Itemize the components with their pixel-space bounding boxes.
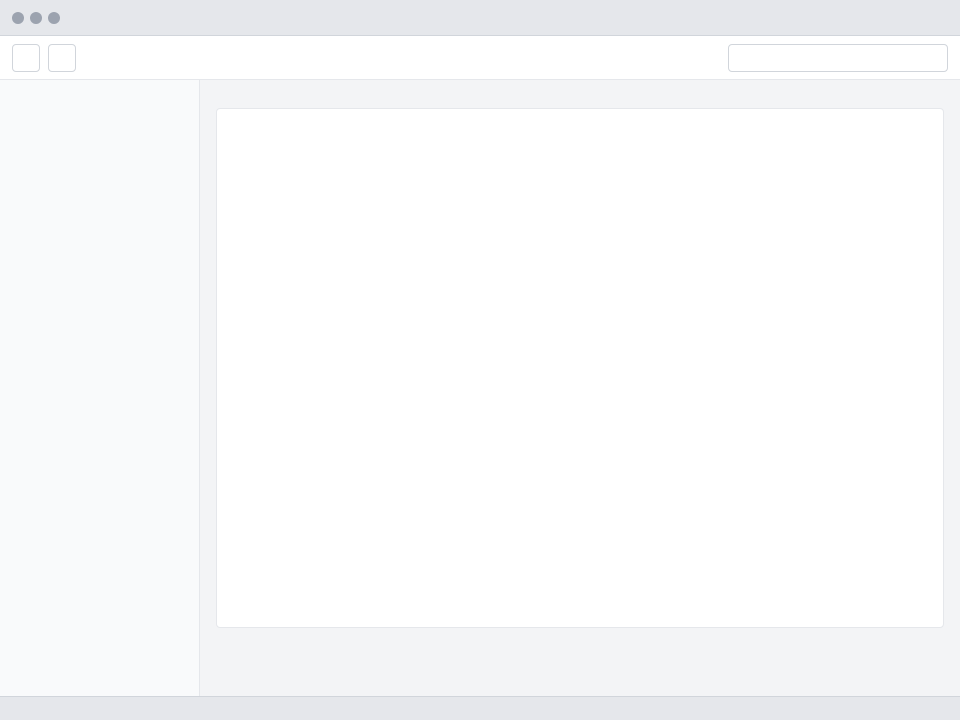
workspace [0,80,960,696]
close-window-icon[interactable] [12,11,24,24]
sidebar-item[interactable] [0,88,199,118]
content-area [216,108,944,628]
main-panel [200,80,960,696]
search-input[interactable] [728,43,948,72]
secondary-button[interactable] [48,43,76,72]
sidebar-item[interactable] [0,118,199,148]
title-bar [0,0,960,36]
sidebar [0,80,200,696]
sidebar-item[interactable] [0,148,199,178]
minimize-window-icon[interactable] [30,11,42,24]
status-bar [0,696,960,720]
maximize-window-icon[interactable] [48,11,60,24]
primary-button[interactable] [12,43,40,72]
window-controls [12,11,60,24]
toolbar [0,36,960,80]
